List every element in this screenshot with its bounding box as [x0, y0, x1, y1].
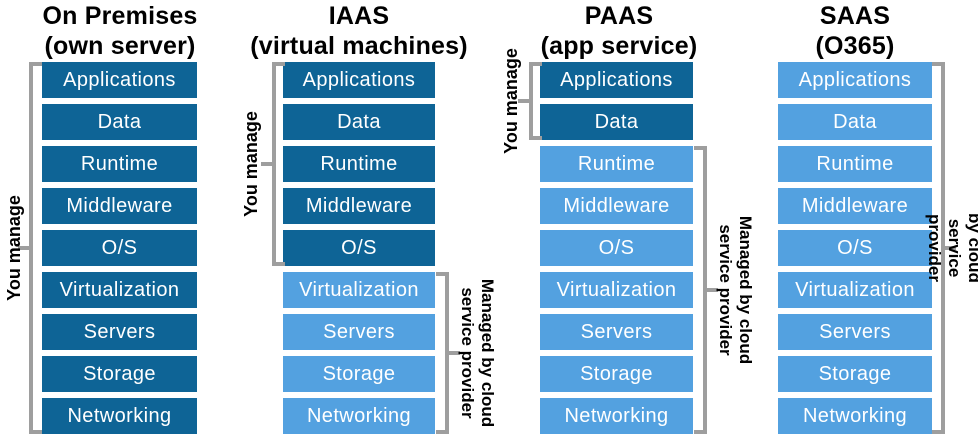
layer-block-o-s: O/S [283, 230, 435, 266]
layer-block-networking: Networking [42, 398, 197, 434]
layer-block-networking: Networking [778, 398, 932, 434]
layer-block-middleware: Middleware [778, 188, 932, 224]
layer-block-virtualization: Virtualization [283, 272, 435, 308]
layer-block-o-s: O/S [778, 230, 932, 266]
layer-block-middleware: Middleware [540, 188, 693, 224]
layer-block-o-s: O/S [42, 230, 197, 266]
you-manage-bracket-line [272, 62, 276, 266]
bracket-cap-bottom [932, 430, 945, 434]
layer-block-virtualization: Virtualization [42, 272, 197, 308]
layer-block-servers: Servers [778, 314, 932, 350]
bracket-tick [707, 288, 718, 292]
managed-by-cloud-label: Managed by cloud service provider [925, 213, 978, 283]
column-subtitle: (own server) [44, 32, 196, 60]
layer-block-servers: Servers [540, 314, 693, 350]
layer-block-data: Data [778, 104, 932, 140]
bracket-tick [261, 162, 272, 166]
layer-block-servers: Servers [283, 314, 435, 350]
layer-block-networking: Networking [540, 398, 693, 434]
bracket-cap-bottom [529, 136, 542, 140]
column-header: On Premises (own server) [0, 1, 270, 61]
bracket-cap-top [932, 62, 945, 66]
layer-block-virtualization: Virtualization [540, 272, 693, 308]
column-subtitle: (virtual machines) [250, 32, 468, 60]
bracket-tick [518, 99, 529, 103]
managed-bracket-line [703, 146, 707, 434]
layer-block-data: Data [283, 104, 435, 140]
layer-block-data: Data [42, 104, 197, 140]
bracket-tick [18, 246, 29, 250]
column-title: IAAS [328, 2, 390, 30]
you-manage-bracket-line [29, 62, 33, 434]
layer-block-storage: Storage [283, 356, 435, 392]
column-title: PAAS [584, 2, 654, 30]
layer-block-virtualization: Virtualization [778, 272, 932, 308]
layer-block-applications: Applications [540, 62, 693, 98]
managed-by-cloud-label: Managed by cloud service provider [458, 278, 497, 428]
column-title: SAAS [819, 2, 891, 30]
bracket-cap-top [29, 62, 42, 66]
layer-block-applications: Applications [42, 62, 197, 98]
layer-block-storage: Storage [540, 356, 693, 392]
layer-block-networking: Networking [283, 398, 435, 434]
column-title: On Premises [42, 2, 198, 30]
bracket-cap-top [272, 62, 285, 66]
layer-block-data: Data [540, 104, 693, 140]
column-header: IAAS (virtual machines) [209, 1, 509, 61]
bracket-cap-bottom [29, 430, 42, 434]
bracket-cap-bottom [436, 430, 449, 434]
layer-block-middleware: Middleware [42, 188, 197, 224]
managed-bracket-line [941, 62, 945, 434]
column-header: PAAS (app service) [469, 1, 769, 61]
you-manage-label: You manage [501, 48, 521, 154]
you-manage-label: You manage [241, 111, 261, 217]
bracket-cap-bottom [272, 262, 285, 266]
layer-block-applications: Applications [778, 62, 932, 98]
layer-block-runtime: Runtime [42, 146, 197, 182]
column-subtitle: (app service) [540, 32, 698, 60]
layer-block-storage: Storage [778, 356, 932, 392]
bracket-tick [945, 246, 956, 250]
column-subtitle: (O365) [815, 32, 895, 60]
bracket-cap-top [694, 146, 707, 150]
layer-block-applications: Applications [283, 62, 435, 98]
managed-by-cloud-label: Managed by cloud service provider [716, 215, 755, 365]
bracket-cap-top [436, 272, 449, 276]
layer-block-runtime: Runtime [283, 146, 435, 182]
layer-block-storage: Storage [42, 356, 197, 392]
bracket-cap-top [529, 62, 542, 66]
you-manage-bracket-line [529, 62, 533, 140]
bracket-cap-bottom [694, 430, 707, 434]
managed-bracket-line [445, 272, 449, 434]
you-manage-label: You manage [4, 195, 24, 301]
layer-block-runtime: Runtime [778, 146, 932, 182]
layer-block-servers: Servers [42, 314, 197, 350]
layer-block-middleware: Middleware [283, 188, 435, 224]
layer-block-o-s: O/S [540, 230, 693, 266]
layer-block-runtime: Runtime [540, 146, 693, 182]
column-header: SAAS (O365) [705, 1, 978, 61]
bracket-tick [449, 351, 460, 355]
